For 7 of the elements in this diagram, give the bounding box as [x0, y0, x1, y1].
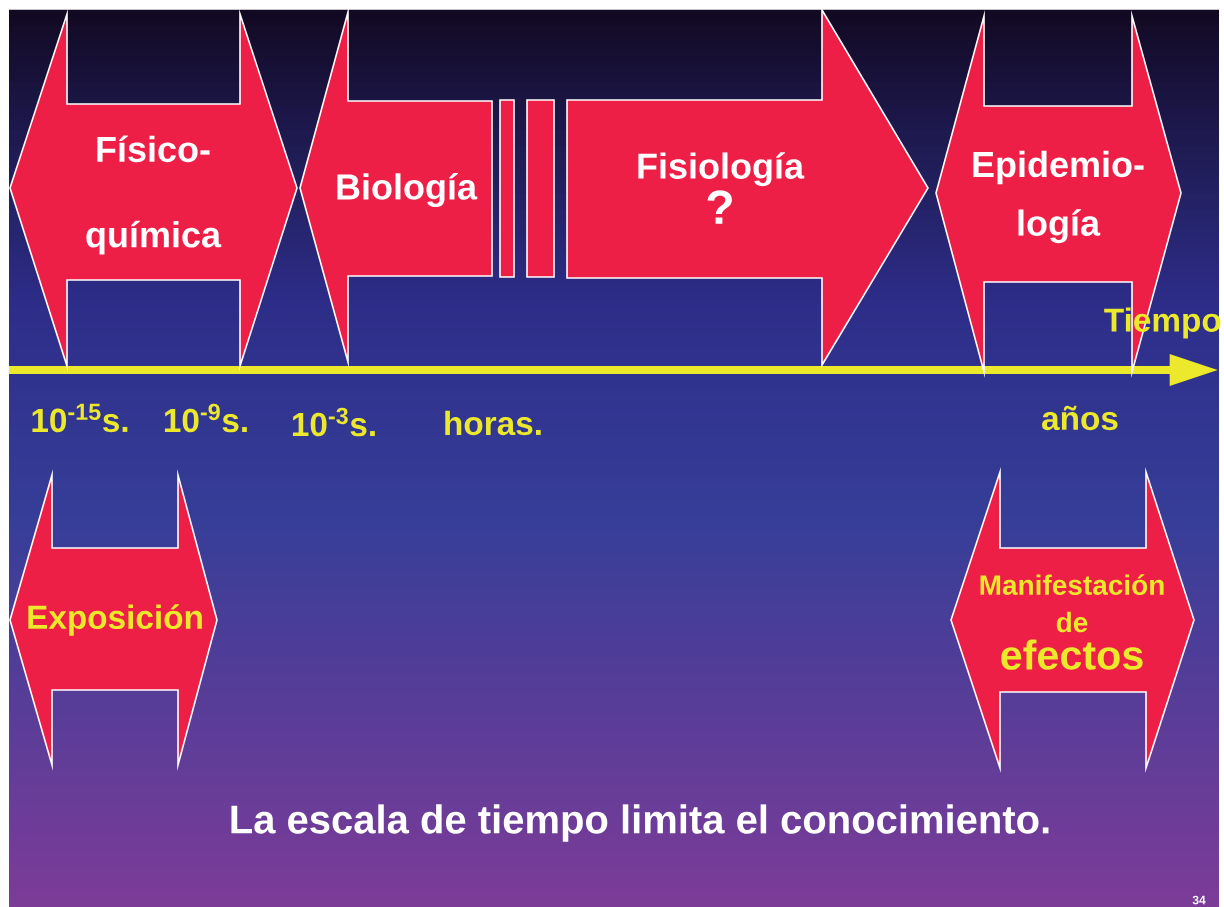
tick-label: 10$^{-9}$s.	[164, 403, 247, 433]
page-number: 34	[1192, 895, 1206, 905]
tick-label: horas.	[445, 410, 541, 436]
tick-label: 10$^{-15}$s.	[32, 403, 128, 433]
tick-label: años	[1042, 405, 1118, 431]
caption: La escala de tiempo limita el conocimiento.	[231, 804, 1049, 842]
tick-label: 10$^{-3}$s.	[292, 407, 375, 437]
